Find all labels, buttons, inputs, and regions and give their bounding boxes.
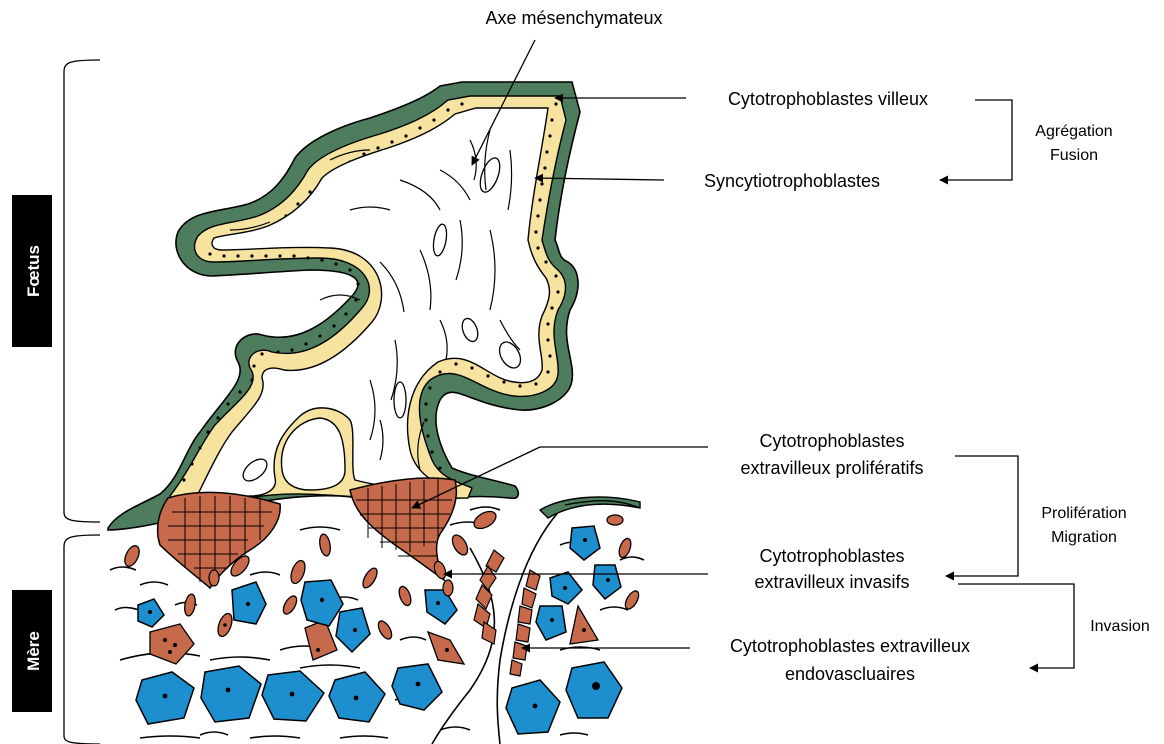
mere-bracket <box>64 535 100 744</box>
foetus-label-box: Fœtus <box>12 195 52 347</box>
fusion-label: Fusion <box>1050 147 1098 164</box>
invasion-label: Invasion <box>1090 618 1150 635</box>
syncytio-label: Syncytiotrophoblastes <box>704 171 880 191</box>
evt-inv-label-2: extravilleux invasifs <box>754 572 909 592</box>
cyto-villeux-label: Cytotrophoblastes villeux <box>728 89 928 109</box>
evt-inv-label-1: Cytotrophoblastes <box>759 546 904 566</box>
evt-prolif-label-1: Cytotrophoblastes <box>759 431 904 451</box>
chorionic-villus <box>108 82 580 530</box>
mere-label-box: Mère <box>12 590 52 712</box>
mere-label: Mère <box>24 631 43 671</box>
evt-endo-label-2: endovascluaires <box>785 664 915 684</box>
foetus-label: Fœtus <box>24 245 43 297</box>
foetus-bracket <box>64 60 100 522</box>
right-villus-syncytium <box>540 497 640 518</box>
proliferation-bracket <box>946 456 1018 576</box>
evt-prolif-label-2: extravilleux prolifératifs <box>740 458 923 478</box>
axe-mesenchymateux-label: Axe mésenchymateux <box>485 8 662 28</box>
agregation-bracket <box>940 100 1012 180</box>
migration-label: Migration <box>1051 529 1117 546</box>
agregation-label: Agrégation <box>1035 123 1112 140</box>
process-labels: Agrégation Fusion Prolifération Migratio… <box>1035 123 1149 635</box>
evt-endo-label-1: Cytotrophoblastes extravilleux <box>730 636 970 656</box>
invasion-bracket <box>958 584 1074 668</box>
endovascular-cells <box>474 550 540 676</box>
proliferation-label: Prolifération <box>1041 505 1126 522</box>
